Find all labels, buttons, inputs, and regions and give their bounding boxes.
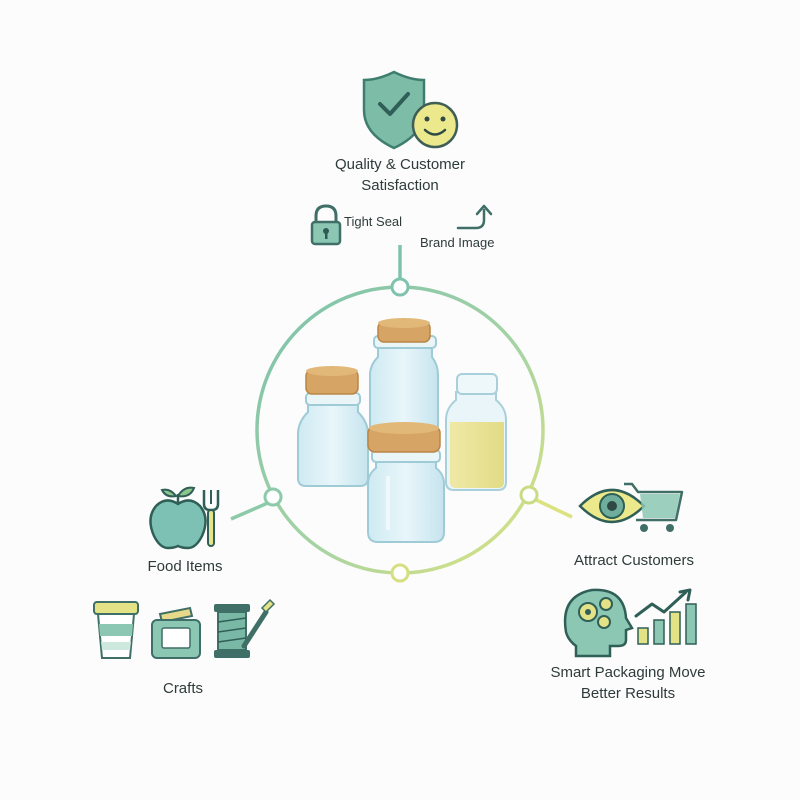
trend-arrow-icon: [456, 204, 493, 230]
apple-icon: [149, 486, 207, 550]
glass-jars-icon: [297, 318, 507, 543]
quality-title-line2: Satisfaction: [361, 177, 439, 194]
results-line1: Smart Packaging Move: [550, 664, 706, 681]
quality-title: Quality & Customer Satisfaction: [300, 154, 500, 196]
smiley-icon: [411, 101, 459, 149]
paintbrush-icon: [237, 598, 276, 658]
connector-right: [529, 495, 573, 519]
fork-icon: [202, 490, 220, 547]
jar-left: [297, 366, 369, 487]
node-right: [519, 485, 539, 505]
results-line2: Better Results: [580, 685, 676, 702]
node-top: [390, 277, 410, 297]
node-bottom: [390, 563, 410, 583]
shield-check-icon: [362, 70, 426, 150]
bar-chart-growth-icon: [634, 588, 697, 645]
jar-icon: [151, 606, 201, 659]
node-left: [263, 487, 283, 507]
thread-spool-icon: [214, 604, 250, 658]
attract-customers-label: Attract Customers: [573, 552, 695, 569]
brand-image-label: Brand Image: [420, 235, 495, 250]
results-label: Smart Packaging Move Better Results: [518, 662, 738, 704]
padlock-icon: [310, 204, 342, 246]
crafts-label: Crafts: [162, 680, 203, 697]
quality-title-line1: Quality & Customer: [334, 156, 466, 173]
head-gears-icon: [563, 588, 634, 658]
cup-icon: [93, 601, 139, 659]
jar-tall: [369, 318, 439, 436]
jar-oil: [445, 373, 507, 491]
shopping-cart-icon: [624, 482, 684, 532]
eye-icon: [578, 488, 646, 524]
food-items-label: Food Items: [147, 558, 223, 575]
central-ring: [230, 245, 573, 583]
tight-seal-label: Tight Seal: [344, 214, 403, 229]
jar-front: [367, 422, 445, 543]
connector-left: [230, 500, 271, 521]
